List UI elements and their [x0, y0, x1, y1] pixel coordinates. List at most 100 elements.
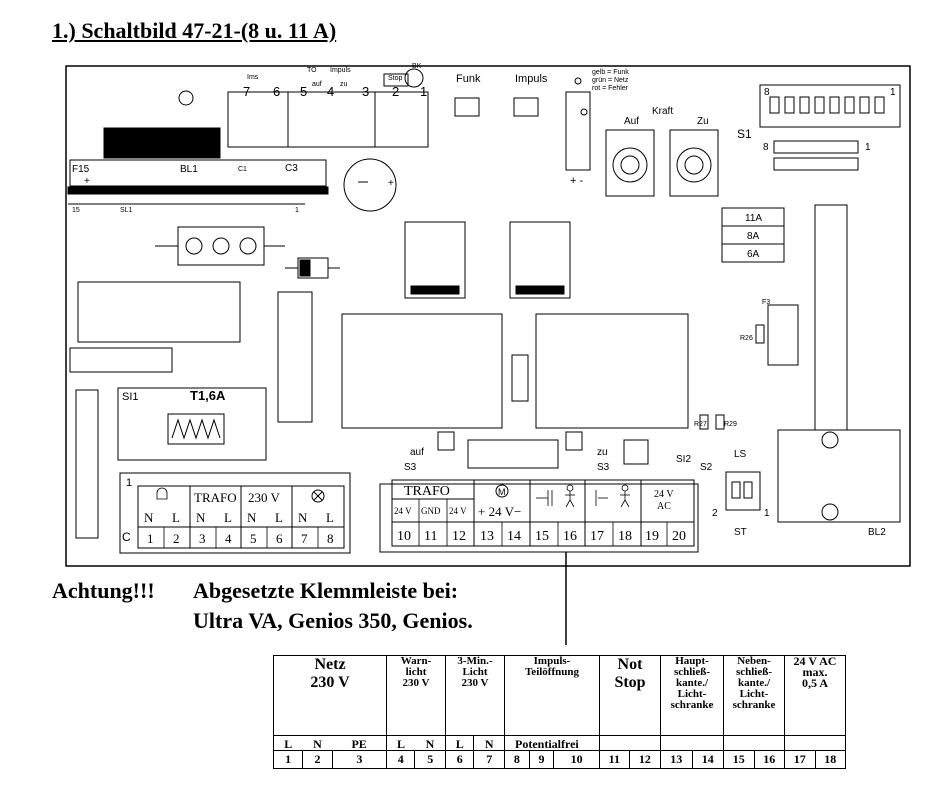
label-zu-s3: zu — [597, 447, 608, 458]
label-n2: N — [414, 735, 446, 751]
dip-n8: 8 — [764, 87, 770, 98]
label-ims: Ims — [247, 74, 259, 81]
pin-7: 7 — [243, 84, 250, 99]
label-bl2: BL2 — [868, 527, 886, 538]
label-funk: Funk — [456, 73, 481, 85]
left-num-5: 5 — [250, 531, 257, 546]
dip-label: S1 — [737, 127, 752, 141]
label-auf: auf — [312, 81, 322, 88]
right-num-12: 12 — [452, 529, 466, 544]
header-haupt: Haupt-schließ-kante./Licht-schranke — [660, 655, 724, 736]
left-group-trafo: TRAFO — [194, 490, 237, 505]
right-num-13: 13 — [480, 529, 494, 544]
term-num-4: 4 — [385, 750, 416, 769]
pin-5: 5 — [300, 84, 307, 99]
term-num-10: 10 — [553, 750, 600, 769]
term-num-6: 6 — [444, 750, 475, 769]
amp-6a: 6A — [747, 249, 760, 260]
led-polarity: + - — [570, 175, 583, 187]
warning-label: Achtung!!! — [52, 578, 155, 603]
term-num-7: 7 — [473, 750, 505, 769]
right-num-18: 18 — [618, 529, 632, 544]
left-terminal-one: 1 — [126, 477, 132, 489]
term-num-1: 1 — [272, 750, 304, 769]
left-terminal-c: C — [122, 530, 131, 544]
left-group-230v: 230 V — [248, 490, 281, 505]
pot-auf-label: Auf — [624, 116, 639, 127]
right-sub-3: 24 V — [449, 506, 467, 516]
top-connector — [227, 91, 429, 148]
term-num-12: 12 — [628, 750, 662, 769]
term-num-3: 3 — [331, 750, 388, 769]
page-title: 1.) Schaltbild 47-21-(8 u. 11 A) — [52, 18, 337, 43]
left-num-3: 3 — [199, 531, 206, 546]
left-num-6: 6 — [276, 531, 283, 546]
right-sub-1: 24 V — [394, 506, 412, 516]
label-s2: S2 — [700, 462, 713, 473]
label-st: ST — [734, 527, 747, 538]
sl-label: SL1 — [120, 207, 133, 214]
right-num-11: 11 — [424, 529, 437, 544]
label-stop: Stop — [388, 75, 403, 82]
label-r29: R29 — [724, 421, 737, 428]
left-num-1: 1 — [147, 531, 154, 546]
label-t16: T1,6A — [190, 388, 226, 403]
right-num-17: 17 — [590, 529, 604, 544]
term-num-17: 17 — [784, 750, 816, 769]
term-num-2: 2 — [302, 750, 333, 769]
fuse-bl1: BL1 — [180, 164, 198, 175]
left-nl-2: L — [172, 510, 180, 525]
s1-n8: 8 — [763, 142, 769, 153]
label-pe: PE — [332, 735, 388, 751]
fuse-f15: F15 — [72, 164, 90, 175]
label-s3-left: S3 — [404, 462, 417, 473]
warning-line-2: Ultra VA, Genios 350, Genios. — [193, 608, 473, 633]
dip-n1: 1 — [890, 87, 896, 98]
left-nl-7: N — [298, 510, 308, 525]
label-n1: N — [313, 737, 322, 751]
pin-1: 1 — [420, 84, 427, 99]
term-num-9: 9 — [528, 750, 555, 769]
header-neben: Neben-schließ-kante./Licht-schranke — [723, 655, 785, 736]
term-num-18: 18 — [814, 750, 846, 769]
right-motor: + 24 V− — [478, 504, 521, 519]
term-num-8: 8 — [504, 750, 530, 769]
left-nl-1: N — [144, 510, 154, 525]
label-s3-right: S3 — [597, 462, 610, 473]
left-num-7: 7 — [301, 531, 308, 546]
warning-line-1: Abgesetzte Klemmleiste bei: — [193, 578, 459, 603]
fuse-plus: + — [84, 176, 90, 187]
pin-6: 6 — [273, 84, 280, 99]
label-zu: zu — [340, 81, 348, 88]
label-s2-n2: 2 — [712, 508, 718, 519]
amp-8a: 8A — [747, 231, 760, 242]
right-num-20: 20 — [672, 529, 686, 544]
right-sub-2: GND — [421, 506, 441, 516]
term-num-5: 5 — [414, 750, 446, 769]
pot-kraft-label: Kraft — [652, 106, 673, 117]
term-num-11: 11 — [599, 750, 630, 769]
term-num-14: 14 — [691, 750, 724, 769]
svg-text:M: M — [498, 487, 506, 497]
label-f3: F3 — [762, 299, 770, 306]
right-ac-2: AC — [657, 501, 671, 512]
label-impuls: Impuls — [330, 67, 351, 74]
label-impuls-box: Impuls — [515, 73, 548, 85]
label-si1: SI1 — [122, 391, 139, 403]
fuse-c1: C1 — [238, 166, 247, 173]
amp-11a: 11A — [745, 213, 762, 224]
right-ac-1: 24 V — [654, 489, 674, 500]
led-legend-2: grün = Netz — [592, 77, 629, 84]
right-num-15: 15 — [535, 529, 549, 544]
term-num-13: 13 — [660, 750, 693, 769]
led-legend-1: gelb = Funk — [592, 69, 629, 76]
s1-n1: 1 — [865, 142, 871, 153]
label-si2: SI2 — [676, 454, 691, 465]
label-potentialfrei: Potentialfrei — [504, 735, 600, 751]
header-impuls: Impuls-Teilöffnung — [504, 655, 600, 736]
label-ls: LS — [734, 449, 747, 460]
